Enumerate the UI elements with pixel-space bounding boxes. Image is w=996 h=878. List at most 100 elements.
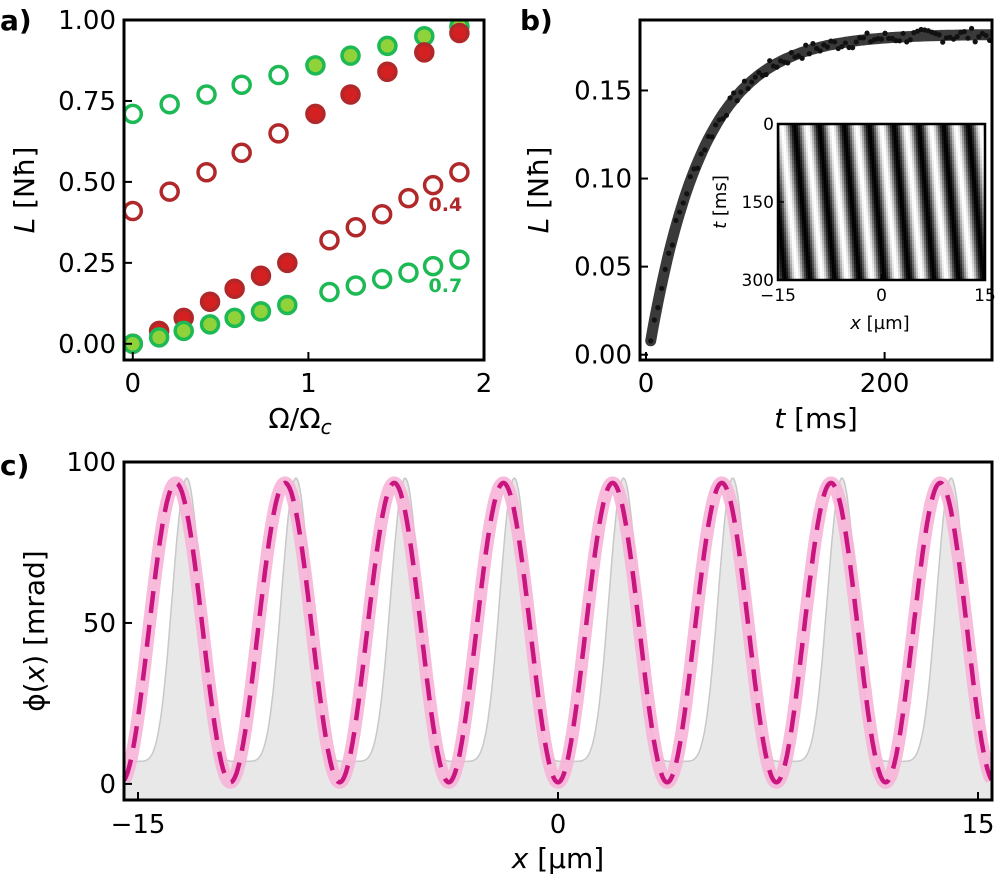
inset-cell (814, 228, 817, 233)
inset-cell (916, 144, 919, 149)
inset-cell (788, 152, 791, 157)
data-point-a-0-2 (196, 84, 217, 105)
inset-cell (972, 236, 975, 241)
inset-cell (894, 140, 897, 145)
inset-cell (972, 140, 975, 145)
inset-cell (780, 208, 783, 213)
inset-cell (838, 244, 841, 249)
inset-cell (946, 136, 949, 141)
inset-cell (802, 264, 805, 269)
inset-cell (832, 240, 835, 245)
inset-cell (932, 264, 935, 269)
inset-cell (948, 224, 951, 229)
inset-cell (872, 132, 875, 137)
inset-cell (886, 148, 889, 153)
inset-cell (830, 264, 833, 269)
inset-cell (790, 172, 793, 177)
inset-cell (898, 264, 901, 269)
inset-cell (874, 240, 877, 245)
inset-cell (798, 160, 801, 165)
inset-cell (872, 276, 875, 280)
inset-cell (930, 184, 933, 189)
inset-cell (822, 220, 825, 225)
inset-cell (980, 240, 983, 245)
inset-cell (952, 220, 955, 225)
inset-cell (826, 176, 829, 181)
inset-cell (924, 272, 927, 277)
inset-cell (868, 196, 871, 201)
inset-cell (960, 268, 963, 273)
inset-cell (832, 256, 835, 261)
inset-cell (872, 248, 875, 253)
inset-cell (966, 140, 969, 145)
inset-cell (790, 132, 793, 137)
inset-cell (852, 212, 855, 217)
inset-cell (922, 224, 925, 229)
inset-cell (878, 164, 881, 169)
inset-cell (916, 176, 919, 181)
inset-cell (868, 144, 871, 149)
inset-cell (928, 200, 931, 205)
inset-cell (962, 268, 965, 273)
inset-cell (902, 144, 905, 149)
inset-cell (884, 256, 887, 261)
inset-cell (956, 204, 959, 209)
inset-cell (894, 264, 897, 269)
inset-cell (946, 264, 949, 269)
inset-cell (874, 228, 877, 233)
inset-cell (922, 212, 925, 217)
inset-cell (862, 128, 865, 133)
inset-cell (872, 176, 875, 181)
inset-cell (818, 268, 821, 273)
inset-cell (938, 220, 941, 225)
inset-cell (920, 136, 923, 141)
inset-cell (892, 124, 895, 129)
inset-cell (980, 204, 983, 209)
inset-cell (842, 152, 845, 157)
inset-cell (978, 256, 981, 261)
inset-cell (816, 204, 819, 209)
inset-cell (864, 252, 867, 257)
inset-cell (834, 244, 837, 249)
inset-cell (832, 176, 835, 181)
inset-cell (834, 128, 837, 133)
inset-cell (786, 152, 789, 157)
inset-cell (890, 252, 893, 257)
inset-cell (962, 168, 965, 173)
inset-cell (964, 128, 967, 133)
inset-cell (972, 276, 975, 280)
inset-cell (840, 236, 843, 241)
inset-cell (874, 140, 877, 145)
inset-cell (940, 268, 943, 273)
inset-cell (882, 164, 885, 169)
inset-cell (826, 172, 829, 177)
inset-cell (892, 216, 895, 221)
inset-cell (834, 196, 837, 201)
data-point-a-3-1 (340, 84, 361, 105)
inset-cell (858, 132, 861, 137)
inset-cell (934, 160, 937, 165)
b-ytick-label-2: 0.10 (574, 165, 632, 195)
inset-cell (858, 240, 861, 245)
inset-cell (878, 124, 881, 129)
inset-cell (896, 128, 899, 133)
inset-cell (858, 252, 861, 257)
inset-cell (810, 184, 813, 189)
inset-cell (896, 144, 899, 149)
inset-cell (842, 232, 845, 237)
inset-cell (792, 196, 795, 201)
inset-cell (820, 272, 823, 277)
inset-cell (916, 212, 919, 217)
inset-cell (888, 236, 891, 241)
inset-cell (914, 204, 917, 209)
inset-cell (804, 192, 807, 197)
inset-cell (832, 244, 835, 249)
inset-cell (928, 168, 931, 173)
inset-cell (910, 128, 913, 133)
inset-cell (928, 140, 931, 145)
inset-cell (974, 200, 977, 205)
inset-cell (840, 124, 843, 129)
inset-cell (790, 208, 793, 213)
inset-cell (814, 172, 817, 177)
inset-cell (888, 188, 891, 193)
